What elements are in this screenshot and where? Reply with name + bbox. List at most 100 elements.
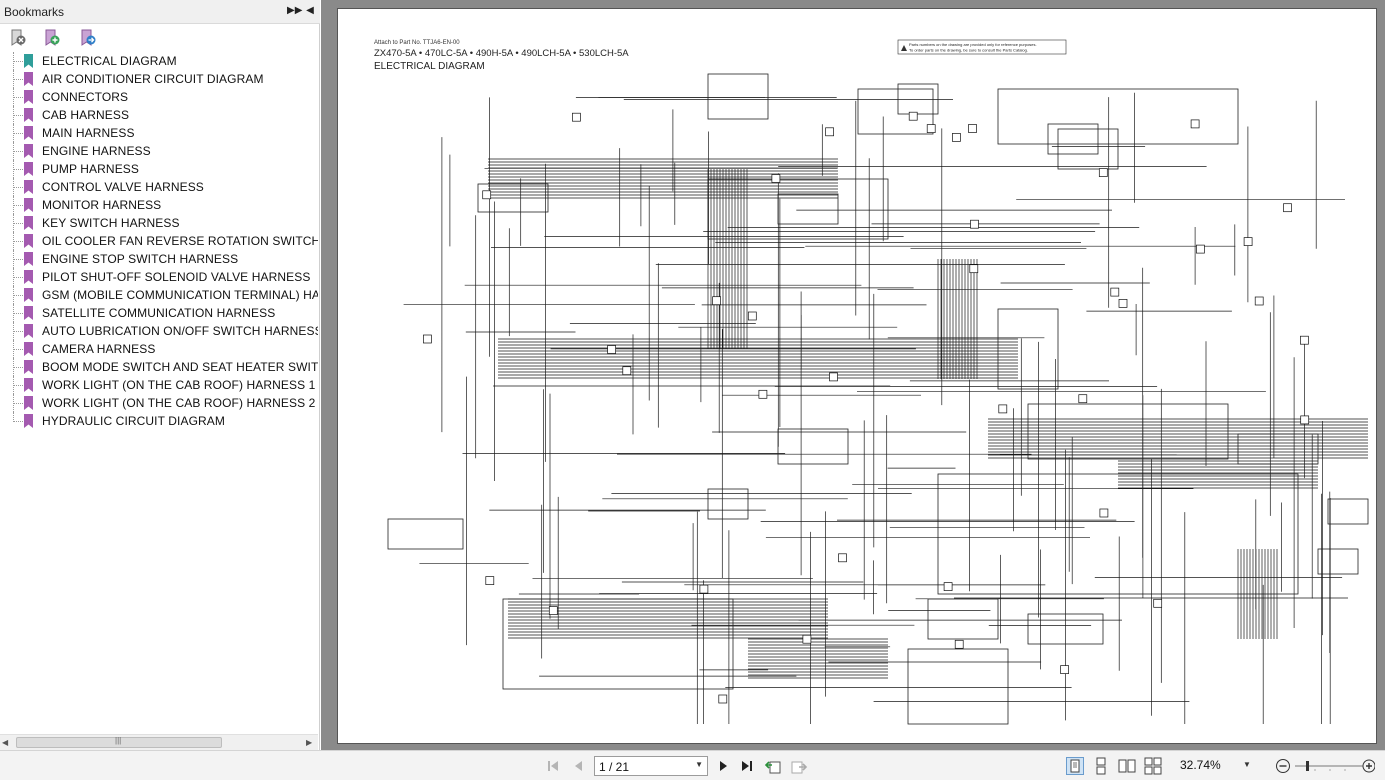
delete-bookmark-icon[interactable] xyxy=(8,28,28,48)
connector-symbol xyxy=(969,264,979,274)
bookmark-item[interactable]: CAB HARNESS xyxy=(0,106,318,124)
scroll-right-icon[interactable]: ▶ xyxy=(306,738,313,747)
previous-view-icon[interactable] xyxy=(764,757,782,775)
component-box xyxy=(1317,548,1359,575)
bookmark-toolbar xyxy=(0,26,320,52)
component-box xyxy=(1027,403,1229,460)
bookmark-icon xyxy=(24,324,33,338)
next-page-icon[interactable] xyxy=(714,757,732,775)
zoom-in-icon[interactable] xyxy=(1362,759,1375,773)
bookmark-icon xyxy=(24,234,33,248)
tree-connector xyxy=(13,403,23,404)
bookmark-icon xyxy=(24,288,33,302)
connector-symbol xyxy=(1243,237,1253,246)
bookmark-item[interactable]: ELECTRICAL DIAGRAM xyxy=(0,52,318,70)
component-box xyxy=(777,193,839,225)
connector-symbol xyxy=(1300,415,1310,425)
page-number-input[interactable]: 1 / 21 ▼ xyxy=(594,756,708,776)
connector-symbol xyxy=(572,112,581,122)
connector-symbol xyxy=(908,111,918,121)
connector-symbol xyxy=(699,584,709,594)
bookmark-item[interactable]: OIL COOLER FAN REVERSE ROTATION SWITCH H xyxy=(0,232,318,250)
bookmark-icon xyxy=(24,378,33,392)
bookmark-item[interactable]: AIR CONDITIONER CIRCUIT DIAGRAM xyxy=(0,70,318,88)
previous-page-icon[interactable] xyxy=(570,757,588,775)
continuous-facing-icon[interactable] xyxy=(1144,757,1162,775)
double-chevron-right-icon[interactable]: ▶▶ xyxy=(287,5,303,16)
facing-page-icon[interactable] xyxy=(1118,757,1136,775)
continuous-page-icon[interactable] xyxy=(1092,757,1110,775)
zoom-out-icon[interactable] xyxy=(1276,759,1290,773)
bookmark-icon xyxy=(24,144,33,158)
connector-symbol xyxy=(825,127,834,137)
chevron-down-icon[interactable]: ▼ xyxy=(695,760,703,769)
bookmark-item[interactable]: MAIN HARNESS xyxy=(0,124,318,142)
bookmark-item[interactable]: ENGINE STOP SWITCH HARNESS xyxy=(0,250,318,268)
scroll-left-icon[interactable]: ◀ xyxy=(2,738,9,747)
first-page-icon[interactable] xyxy=(544,757,562,775)
bookmarks-title: Bookmarks xyxy=(4,5,65,19)
bookmark-icon xyxy=(24,252,33,266)
bookmark-item[interactable]: BOOM MODE SWITCH AND SEAT HEATER SWITC xyxy=(0,358,318,376)
zoom-slider[interactable] xyxy=(1275,757,1375,775)
connector-symbol xyxy=(747,311,757,321)
bookmark-label: CAB HARNESS xyxy=(42,108,130,122)
bookmarks-header: Bookmarks ▶▶ ◀ xyxy=(0,0,320,24)
connector-symbol xyxy=(954,639,964,649)
bookmark-label: ELECTRICAL DIAGRAM xyxy=(42,54,177,68)
tree-connector xyxy=(13,313,23,314)
bookmark-item[interactable]: MONITOR HARNESS xyxy=(0,196,318,214)
bookmark-label: ENGINE STOP SWITCH HARNESS xyxy=(42,252,239,266)
bookmark-item[interactable]: AUTO LUBRICATION ON/OFF SWITCH HARNESS xyxy=(0,322,318,340)
single-page-icon[interactable] xyxy=(1066,757,1084,775)
bookmark-item[interactable]: CONNECTORS xyxy=(0,88,318,106)
tree-connector xyxy=(13,151,23,152)
bookmark-horizontal-scrollbar[interactable]: ◀ ||| ▶ xyxy=(0,734,318,750)
zoom-slider-thumb[interactable] xyxy=(1306,761,1309,771)
new-bookmark-icon[interactable] xyxy=(42,28,62,48)
connector-symbol xyxy=(1099,508,1109,518)
scroll-thumb[interactable]: ||| xyxy=(16,736,222,748)
chevron-down-icon[interactable]: ▼ xyxy=(1243,760,1251,769)
connector-symbol xyxy=(1078,394,1088,404)
bookmark-item[interactable]: SATELLITE COMMUNICATION HARNESS xyxy=(0,304,318,322)
attach-part-number: Attach to Part No. TTJA6-EN-00 xyxy=(374,40,460,46)
component-box xyxy=(1237,433,1319,465)
component-box xyxy=(777,428,849,465)
bookmark-item[interactable]: GSM (MOBILE COMMUNICATION TERMINAL) HARN xyxy=(0,286,318,304)
bookmark-label: SATELLITE COMMUNICATION HARNESS xyxy=(42,306,276,320)
connector-symbol xyxy=(943,582,953,591)
bookmark-item[interactable]: CAMERA HARNESS xyxy=(0,340,318,358)
connector-symbol xyxy=(1196,244,1205,254)
connector-symbol xyxy=(712,296,721,306)
bookmark-item[interactable]: HYDRAULIC CIRCUIT DIAGRAM xyxy=(0,412,318,430)
tree-connector xyxy=(13,349,23,350)
connector-symbol xyxy=(838,553,847,563)
new-child-bookmark-icon[interactable] xyxy=(78,28,98,48)
bookmark-label: OIL COOLER FAN REVERSE ROTATION SWITCH H xyxy=(42,234,318,248)
last-page-icon[interactable] xyxy=(738,757,756,775)
triangle-left-icon[interactable]: ◀ xyxy=(306,5,314,16)
bookmark-label: KEY SWITCH HARNESS xyxy=(42,216,180,230)
connector-symbol xyxy=(771,174,781,183)
connector-symbol xyxy=(718,694,728,704)
connector-symbol xyxy=(548,606,558,615)
document-page: Attach to Part No. TTJA6-EN-00 ZX470-5A … xyxy=(337,8,1377,744)
bookmark-label: WORK LIGHT (ON THE CAB ROOF) HARNESS 2 (… xyxy=(42,396,318,410)
bookmark-item[interactable]: PILOT SHUT-OFF SOLENOID VALVE HARNESS xyxy=(0,268,318,286)
document-viewport[interactable]: Attach to Part No. TTJA6-EN-00 ZX470-5A … xyxy=(321,0,1385,750)
bookmark-icon xyxy=(24,162,33,176)
bookmark-item[interactable]: CONTROL VALVE HARNESS xyxy=(0,178,318,196)
bookmark-item[interactable]: WORK LIGHT (ON THE CAB ROOF) HARNESS 2 (… xyxy=(0,394,318,412)
bookmark-label: CAMERA HARNESS xyxy=(42,342,156,356)
bookmark-label: BOOM MODE SWITCH AND SEAT HEATER SWITC xyxy=(42,360,318,374)
tree-connector xyxy=(13,205,23,206)
next-view-icon[interactable] xyxy=(790,757,808,775)
bookmark-item[interactable]: PUMP HARNESS xyxy=(0,160,318,178)
zoom-level[interactable]: 32.74% xyxy=(1180,758,1221,772)
reference-note-box: Parts numbers on the drawing are provide… xyxy=(897,39,1067,55)
bookmark-item[interactable]: ENGINE HARNESS xyxy=(0,142,318,160)
bookmark-item[interactable]: WORK LIGHT (ON THE CAB ROOF) HARNESS 1 (… xyxy=(0,376,318,394)
bookmark-item[interactable]: KEY SWITCH HARNESS xyxy=(0,214,318,232)
